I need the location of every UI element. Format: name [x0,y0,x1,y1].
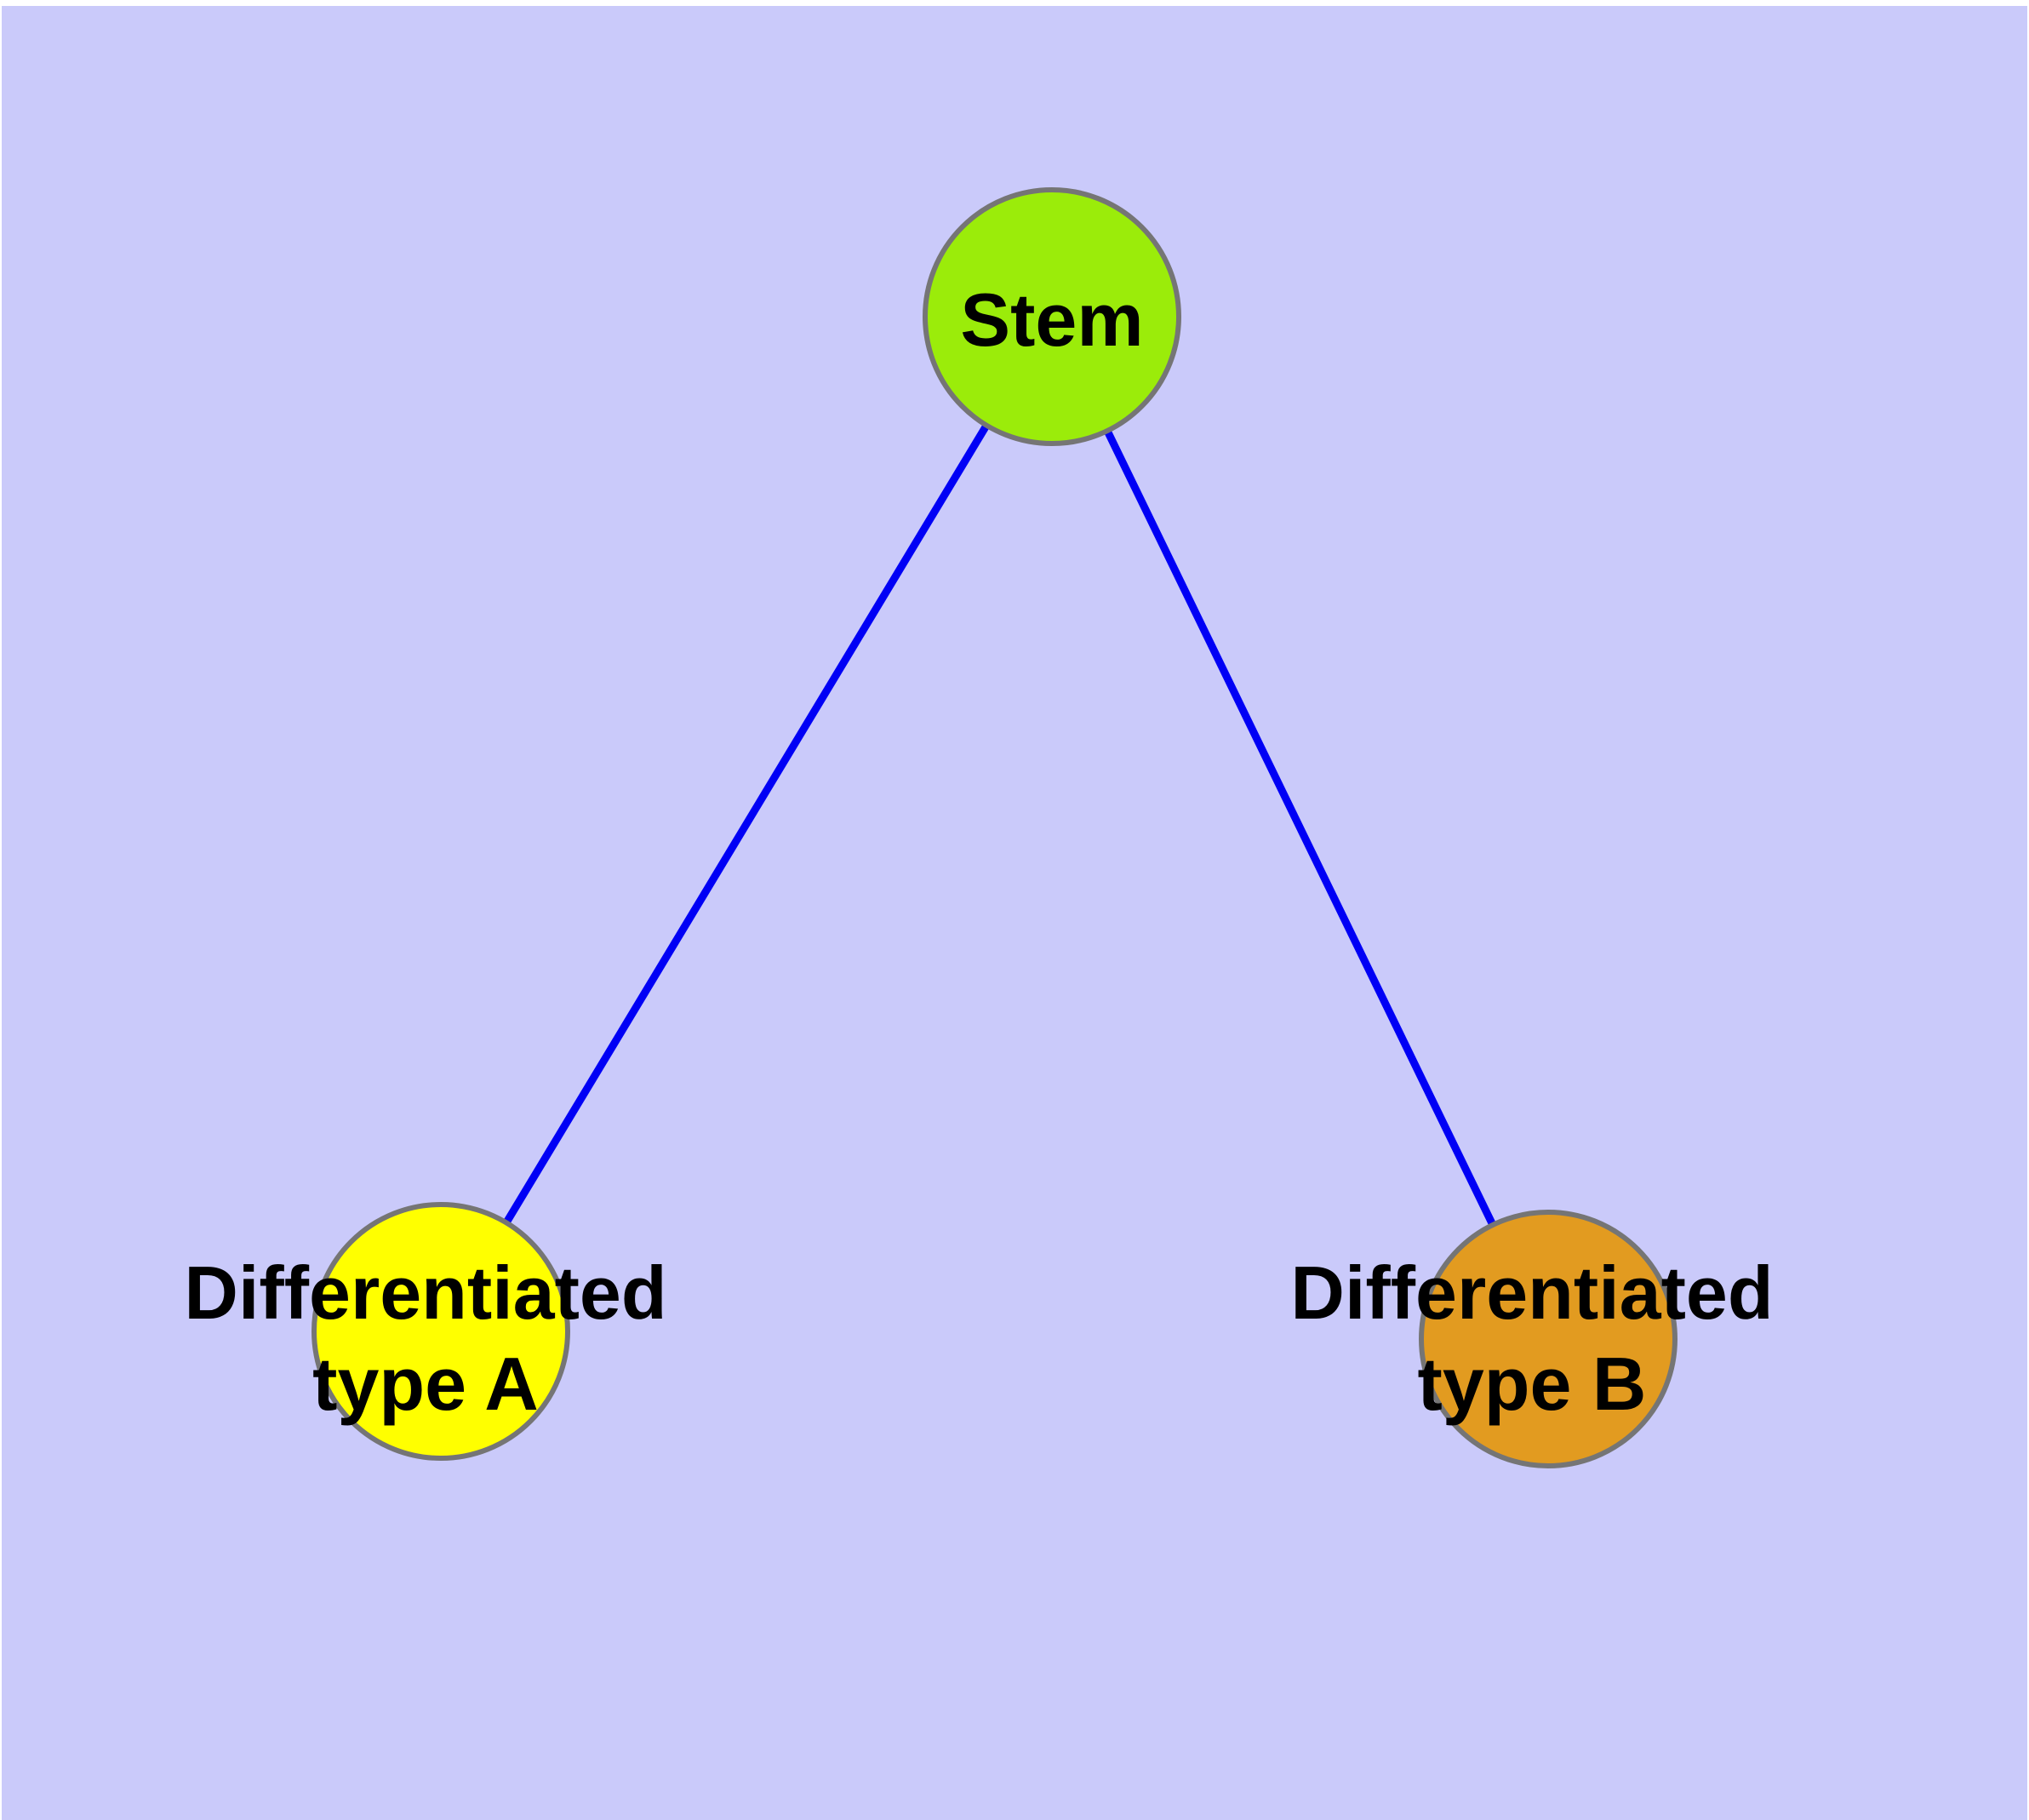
node-type-b-label-line-2: type B [1417,1342,1647,1426]
node-type-a-label: Differentiated type A [43,1247,809,1429]
node-differentiated-type-a [311,1202,570,1461]
node-type-b-label-line-1: Differentiated [1290,1251,1774,1335]
node-group [311,187,1677,1468]
node-type-b-label: Differentiated type B [1149,1247,1915,1429]
edge-group [437,314,1552,1341]
node-stem [923,187,1181,446]
edge-stem-to-type-a [437,314,1055,1334]
edge-stem-to-type-b [1048,315,1552,1341]
node-type-a-label-line-2: type A [312,1342,539,1426]
node-type-a-label-line-1: Differentiated [184,1251,667,1335]
node-stem-label: Stem [960,278,1144,362]
node-differentiated-type-b [1419,1210,1677,1468]
